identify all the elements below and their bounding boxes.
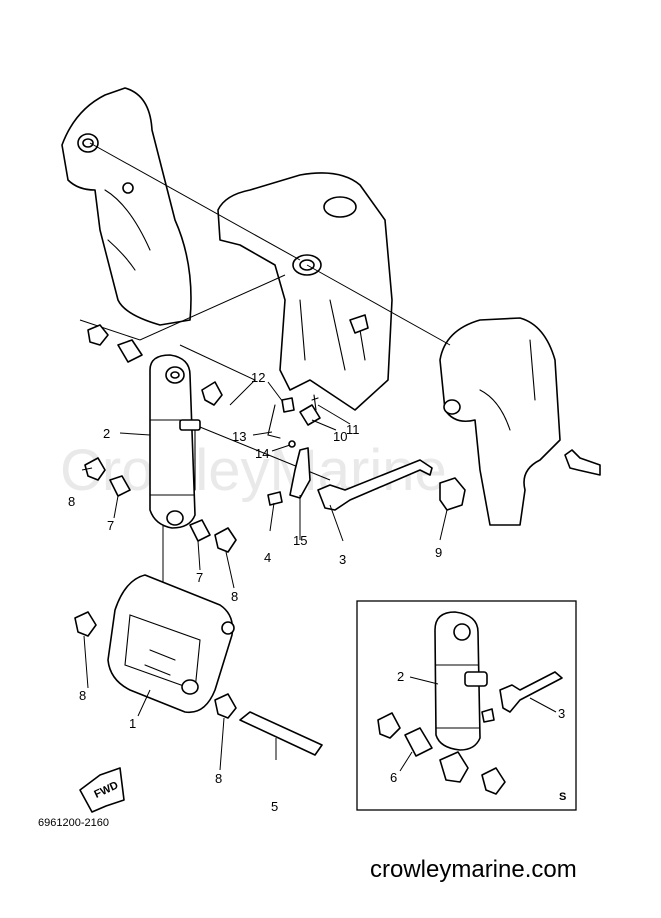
collar-7b [189,519,211,542]
callout-4: 4 [264,550,271,565]
callout-3-inset: 3 [558,706,565,721]
bolt-right [564,449,601,476]
bushing-cyl-right [201,381,223,406]
callout-12: 12 [251,370,265,385]
swivel-bracket [217,172,393,411]
lower-bracket [107,574,235,714]
callout-3: 3 [339,552,346,567]
callout-8c: 8 [79,688,86,703]
callout-10: 10 [333,429,347,444]
callout-7b: 7 [196,570,203,585]
callout-8a: 8 [68,494,75,509]
part-14-ring [288,440,296,448]
callout-7a: 7 [107,518,114,533]
callout-8d: 8 [215,771,222,786]
clamp-bracket-right [439,317,561,526]
fwd-arrow: FWD [79,767,125,813]
callout-8b: 8 [231,589,238,604]
collar-7a [109,475,131,497]
callout-11: 11 [346,422,360,437]
callout-6-inset: 6 [390,770,397,785]
tilt-cylinder [149,354,201,529]
part-5-shaft [239,711,323,756]
callouts: 2 3 4 5 15 9 10 11 12 13 14 8 7 7 8 8 1 … [68,370,565,814]
callout-9: 9 [435,545,442,560]
callout-13: 13 [232,429,246,444]
part-4-bolt [267,491,283,506]
leader-lines [81,381,557,772]
callout-5: 5 [271,799,278,814]
part-10-collar [299,404,321,426]
callout-15: 15 [293,533,307,548]
callout-2: 2 [103,426,110,441]
part-9-block [439,477,466,511]
part-11-spring [311,394,319,411]
part-12-clip [281,397,295,413]
collar-top [117,339,143,363]
clamp-bracket-left [61,87,192,326]
diagram-code: 6961200-2160 [38,817,109,829]
bushing-8d [214,693,237,719]
bushing-8c [74,611,97,637]
callout-2-inset: 2 [397,669,404,684]
inset-mark: S [559,791,566,803]
part-13-pin [267,404,281,439]
callout-14: 14 [255,446,269,461]
bushing-top-left [87,324,109,346]
footer-site: crowleymarine.com [370,856,577,883]
bushing-8b [214,527,237,553]
callout-1: 1 [129,716,136,731]
inset-panel: S [356,600,577,811]
bushing-left-8a [84,457,106,481]
